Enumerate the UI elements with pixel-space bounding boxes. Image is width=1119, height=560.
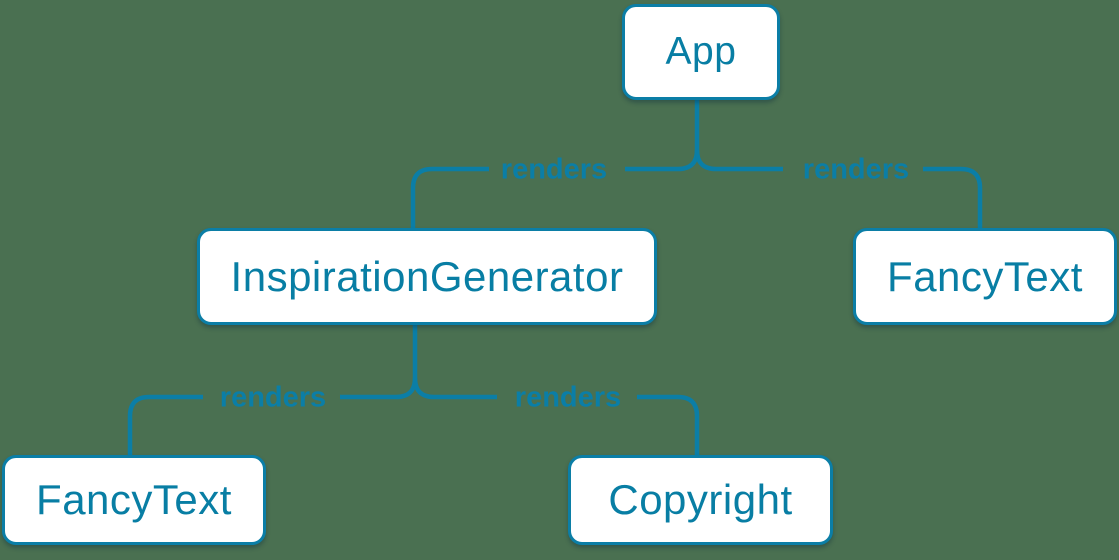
node-fancytext-top-label: FancyText <box>887 252 1083 300</box>
connector-app-children <box>410 100 983 228</box>
edge-drop-to-copyright <box>637 394 700 455</box>
node-inspiration-generator: InspirationGenerator <box>197 228 657 325</box>
edge-drop-to-fancytext-top <box>923 166 983 228</box>
edge-drop-to-fancytext-bottom <box>127 394 203 455</box>
edge-app-stem-right-flare <box>694 149 783 172</box>
node-fancytext-bottom-label: FancyText <box>36 476 232 523</box>
connector-inspiration-children <box>127 325 700 455</box>
node-inspiration-generator-label: InspirationGenerator <box>230 252 624 300</box>
edge-inspiration-stem-right-flare <box>412 377 497 400</box>
node-fancytext-bottom: FancyText <box>2 455 266 545</box>
edge-label-app-fancytext: renders <box>802 153 910 186</box>
node-copyright: Copyright <box>568 455 833 545</box>
edge-label-inspiration-copyright: renders <box>514 381 622 414</box>
node-copyright-label: Copyright <box>608 476 793 523</box>
edge-inspiration-stem-left-flare <box>340 325 418 400</box>
node-fancytext-top: FancyText <box>853 228 1117 325</box>
edge-label-app-inspiration: renders <box>500 153 608 186</box>
node-app: App <box>622 4 780 100</box>
edge-label-inspiration-fancytext: renders <box>219 381 327 414</box>
node-app-label: App <box>665 30 737 73</box>
edge-app-stem-left-flare <box>625 100 700 172</box>
edge-drop-to-inspiration-generator <box>410 166 489 228</box>
